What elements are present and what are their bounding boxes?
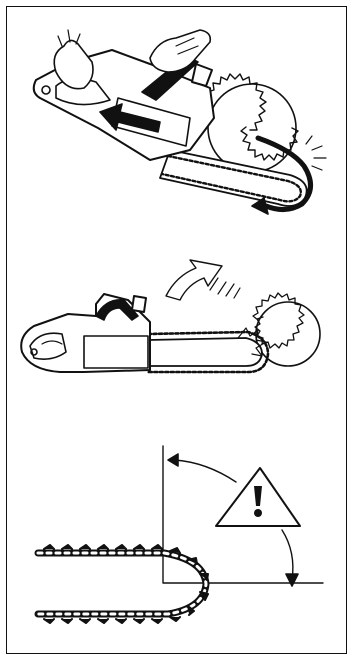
panel-2-kickback-rotation-illustration [21, 260, 320, 372]
rotation-arrow-icon [166, 260, 240, 300]
log-2 [253, 293, 320, 366]
panel-1-kickback-pull-illustration [34, 30, 326, 214]
chainsaw-body-2 [21, 294, 150, 372]
panel-3-kickback-zone-illustration [38, 446, 323, 623]
saw-chain [38, 545, 208, 623]
log-1 [204, 74, 298, 172]
guide-bar-2 [148, 328, 268, 372]
